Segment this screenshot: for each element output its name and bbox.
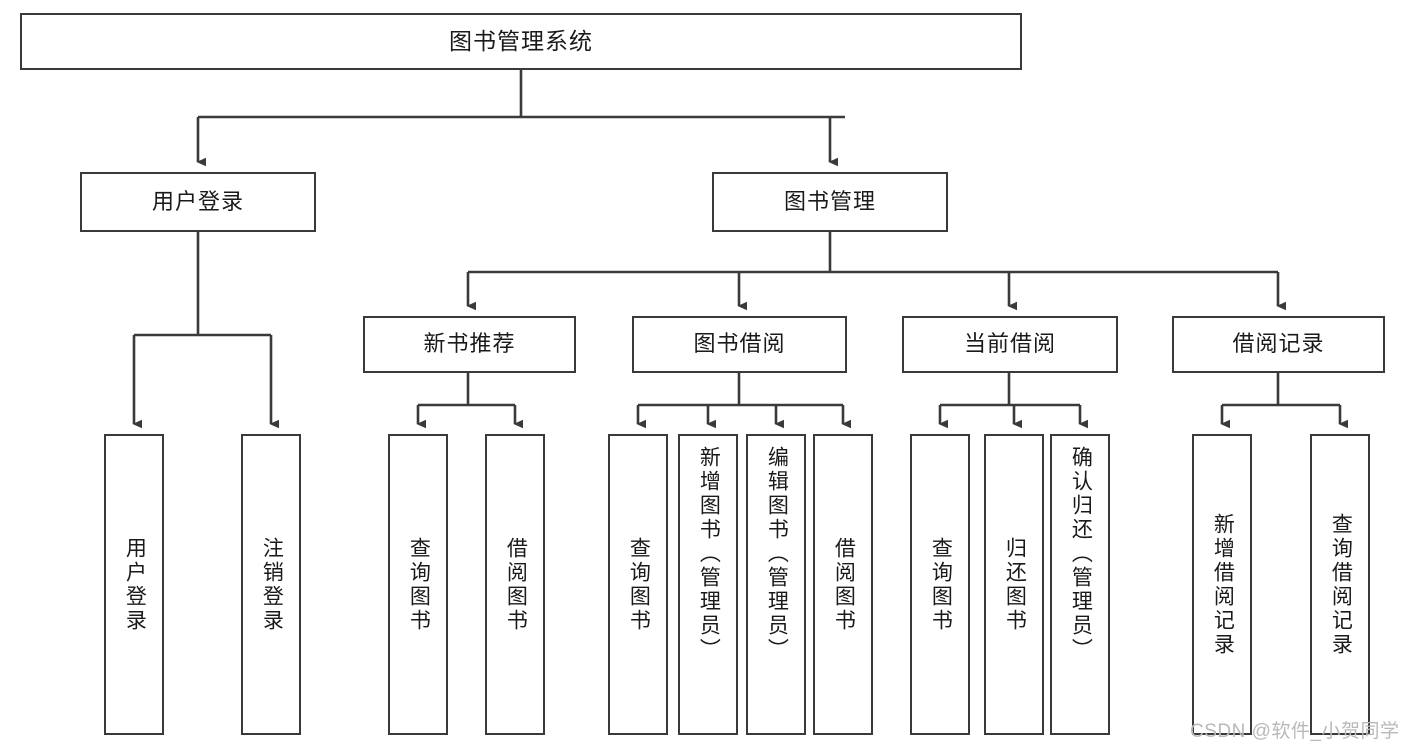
leaf-label: 查询借阅记录: [1329, 512, 1353, 657]
leaf-borrow-book-recommend[interactable]: 借阅图书: [485, 434, 545, 735]
leaf-label: 查询图书: [929, 536, 953, 633]
node-new-book-recommend[interactable]: 新书推荐: [363, 316, 576, 373]
leaf-add-borrow-record[interactable]: 新增借阅记录: [1192, 434, 1252, 735]
node-book-borrow[interactable]: 图书借阅: [632, 316, 847, 373]
leaf-label: 查询图书: [627, 536, 651, 633]
leaf-user-login[interactable]: 用户登录: [104, 434, 164, 735]
leaf-edit-book-admin[interactable]: 编辑图书（管理员）: [746, 434, 806, 735]
leaf-label: 借阅图书: [832, 536, 856, 633]
node-book-management[interactable]: 图书管理: [712, 172, 948, 232]
leaf-label: 用户登录: [123, 536, 147, 633]
node-borrow-record[interactable]: 借阅记录: [1172, 316, 1385, 373]
watermark: CSDN @软件_小贺同学: [1190, 721, 1400, 742]
leaf-logout[interactable]: 注销登录: [241, 434, 301, 735]
node-root-system[interactable]: 图书管理系统: [20, 13, 1022, 70]
node-current-borrow[interactable]: 当前借阅: [902, 316, 1118, 373]
leaf-label: 编辑图书（管理员）: [765, 446, 789, 662]
leaf-borrow-book[interactable]: 借阅图书: [813, 434, 873, 735]
node-label: 图书借阅: [693, 331, 786, 357]
leaf-label: 注销登录: [260, 536, 284, 633]
node-label: 用户登录: [151, 188, 244, 214]
leaf-query-book-current[interactable]: 查询图书: [910, 434, 970, 735]
leaf-label: 归还图书: [1003, 536, 1027, 633]
leaf-confirm-return-admin[interactable]: 确认归还（管理员）: [1050, 434, 1110, 735]
leaf-query-borrow-record[interactable]: 查询借阅记录: [1310, 434, 1370, 735]
leaf-add-book-admin[interactable]: 新增图书（管理员）: [678, 434, 738, 735]
leaf-label: 确认归还（管理员）: [1069, 446, 1093, 662]
leaf-return-book[interactable]: 归还图书: [984, 434, 1044, 735]
node-label: 图书管理系统: [449, 27, 593, 54]
leaf-label: 新增图书（管理员）: [697, 446, 721, 662]
node-label: 新书推荐: [423, 331, 516, 357]
leaf-label: 查询图书: [407, 536, 431, 633]
node-label: 借阅记录: [1232, 331, 1325, 357]
node-label: 当前借阅: [963, 331, 1056, 357]
leaf-query-book-recommend[interactable]: 查询图书: [388, 434, 448, 735]
leaf-query-book-borrow[interactable]: 查询图书: [608, 434, 668, 735]
node-user-login[interactable]: 用户登录: [80, 172, 316, 232]
node-label: 图书管理: [783, 188, 876, 214]
leaf-label: 新增借阅记录: [1211, 512, 1235, 657]
leaf-label: 借阅图书: [504, 536, 528, 633]
